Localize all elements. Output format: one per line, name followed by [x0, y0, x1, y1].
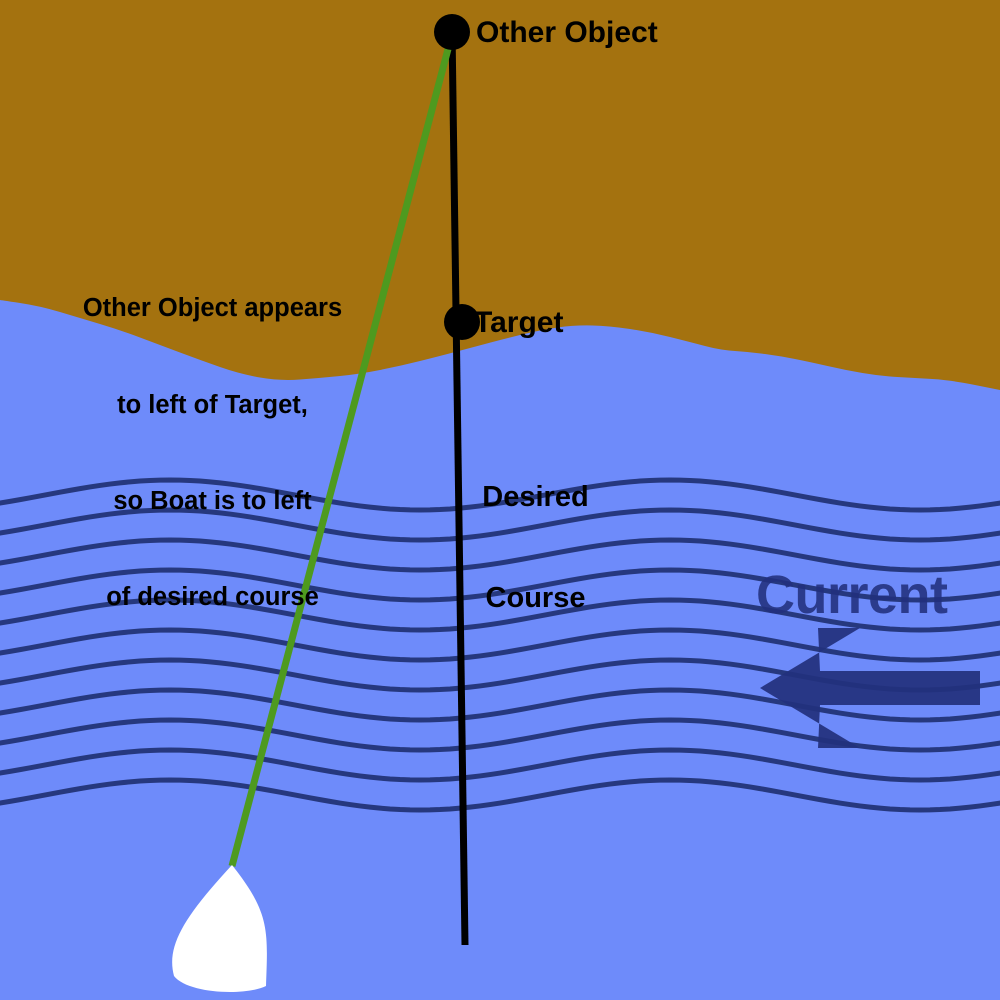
- current-label: Current: [756, 565, 948, 625]
- wave-line: [0, 537, 1000, 573]
- explanation-line-3: so Boat is to left: [113, 487, 312, 515]
- target-marker-dot: [444, 304, 480, 340]
- explanation-line-2: to left of Target,: [117, 390, 308, 419]
- boat-sail-icon: [172, 865, 267, 992]
- explanation-line-4: of desired course: [106, 583, 319, 612]
- desired-course-label-line1: Desired: [482, 481, 589, 514]
- explanation-note: Other Object appears to left of Target, …: [45, 228, 380, 678]
- wave-line: [0, 687, 1000, 723]
- current-arrow-icon: [760, 628, 980, 748]
- wave-line: [0, 507, 1000, 543]
- wave-line: [0, 567, 1000, 603]
- target-label: Target: [474, 306, 564, 339]
- wave-line: [0, 597, 1000, 633]
- other-object-label: Other Object: [476, 16, 658, 49]
- wave-line: [0, 777, 1000, 813]
- wave-line: [0, 747, 1000, 783]
- desired-course-label-line2: Course: [485, 582, 586, 615]
- sight-line: [228, 33, 456, 867]
- land-area: [0, 0, 1000, 390]
- explanation-line-1: Other Object appears: [82, 294, 343, 323]
- other-object-marker-dot: [434, 14, 470, 50]
- wave-line: [0, 477, 1000, 513]
- wave-line: [0, 717, 1000, 753]
- wave-line: [0, 627, 1000, 663]
- desired-course-line: [448, 29, 469, 946]
- desired-course-label: Desired Course: [478, 414, 593, 683]
